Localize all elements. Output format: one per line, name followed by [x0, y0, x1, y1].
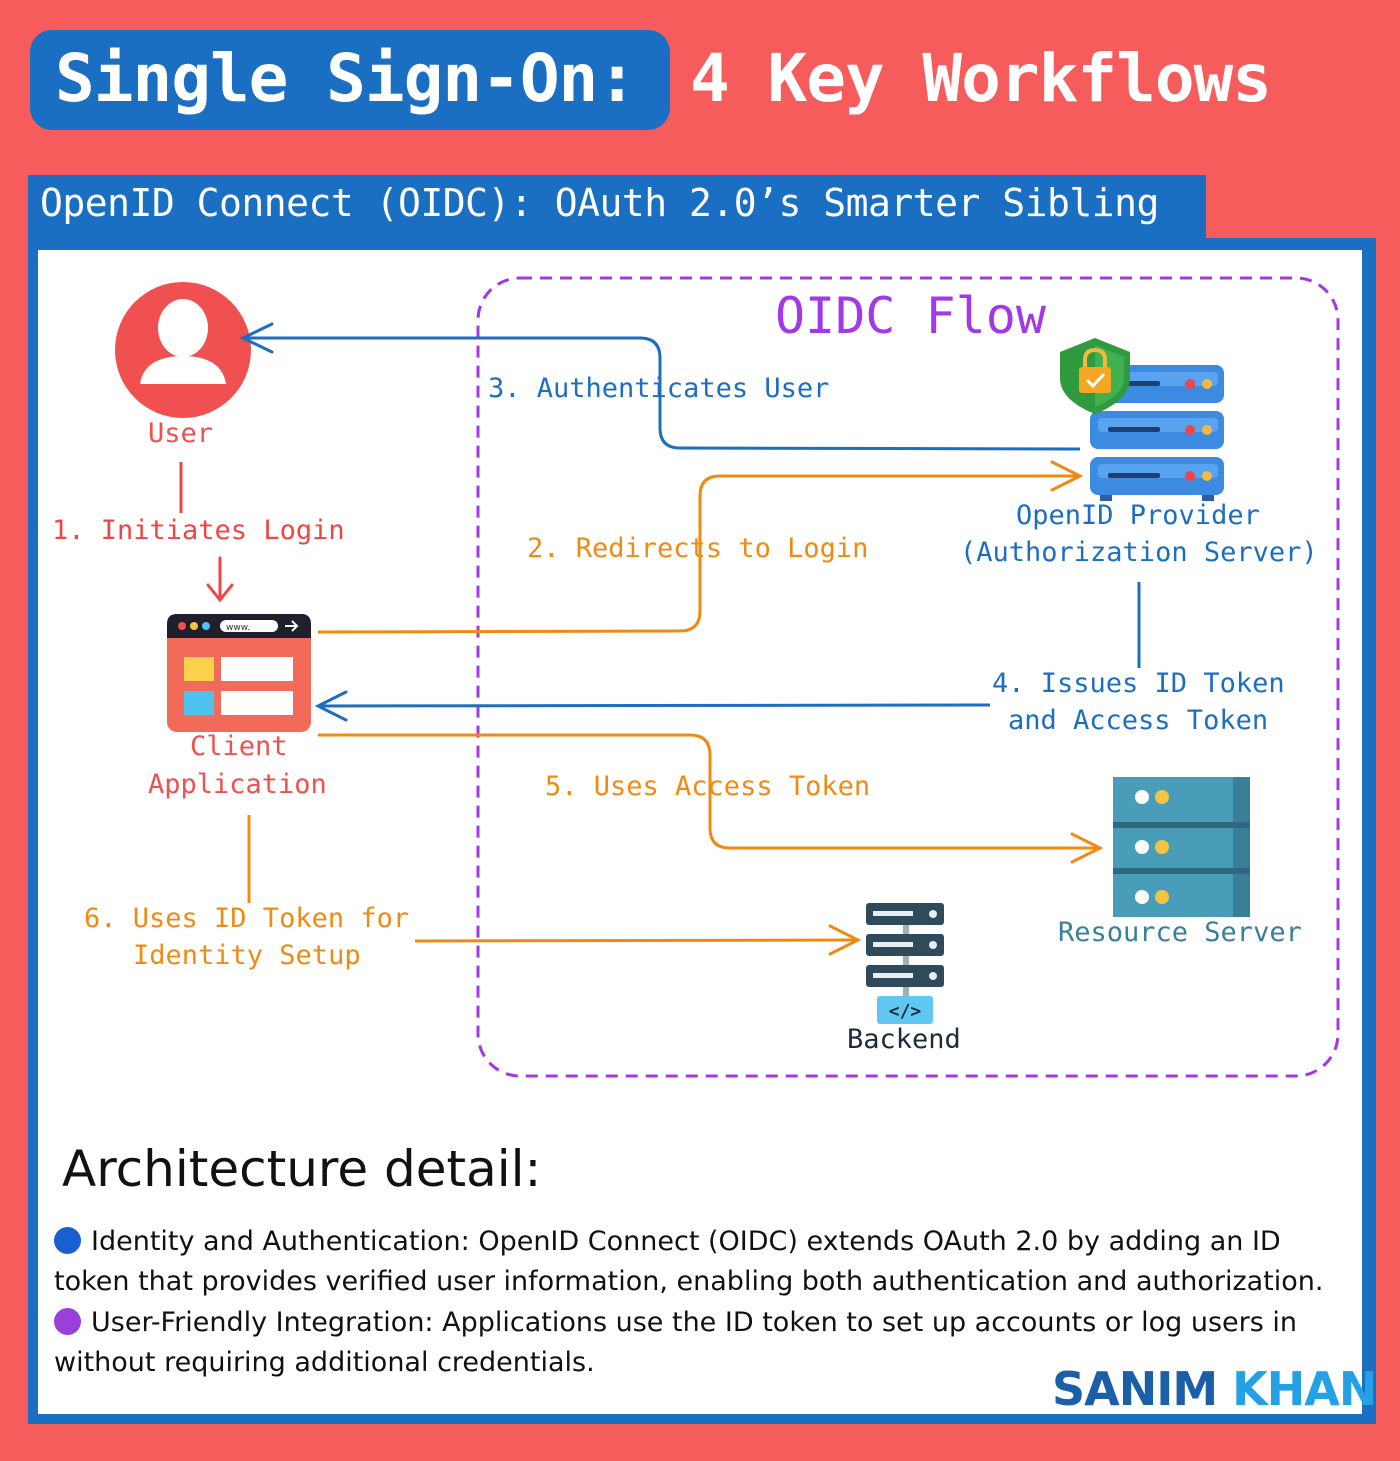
oidc-flow-region: [476, 276, 1340, 1078]
brand-first-name: SANIM: [1052, 1362, 1218, 1416]
title-highlight-pill: [30, 30, 670, 130]
step4-label-line1: 4. Issues ID Token: [992, 668, 1285, 699]
step3-connector: [243, 336, 1081, 451]
step5-arrowhead: [1070, 832, 1104, 864]
browser-url: www.: [226, 623, 250, 633]
blue-bullet-icon: [54, 1227, 81, 1254]
resource-server-icon: [1113, 777, 1250, 917]
authorization-server-label: (Authorization Server): [960, 537, 1318, 568]
shield-lock-icon: [1060, 338, 1130, 414]
step2-connector: [317, 474, 1080, 634]
purple-bullet-icon: [54, 1308, 81, 1335]
code-icon: </>: [889, 1001, 922, 1022]
step2-label: 2. Redirects to Login: [527, 533, 869, 564]
browser-app-icon: www.: [167, 614, 311, 732]
openid-provider-label: OpenID Provider: [1016, 500, 1260, 531]
step4-connector: [317, 703, 991, 708]
step1-label: 1. Initiates Login: [52, 515, 345, 546]
architecture-point-text: User-Friendly Integration: Applications …: [54, 1307, 1297, 1378]
step2-arrowhead: [1050, 460, 1084, 492]
client-label-line1: Client: [190, 731, 288, 762]
user-icon: [115, 282, 251, 418]
step1-arrow: [206, 556, 234, 603]
step6-arrowhead: [828, 924, 862, 956]
step6-label-line1: 6. Uses ID Token for: [84, 903, 410, 934]
oidc-flow-title: OIDC Flow: [775, 287, 1046, 345]
step4-label-line2: and Access Token: [1008, 705, 1269, 736]
page-title-rest: 4 Key Workflows: [690, 40, 1272, 117]
brand-last-name: KHAN: [1232, 1362, 1377, 1416]
page-subtitle: OpenID Connect (OIDC): OAuth 2.0’s Smart…: [40, 181, 1159, 225]
page-title-highlight: Single Sign-On:: [55, 40, 637, 117]
client-label-line2: Application: [148, 769, 327, 800]
step6-connector: [414, 938, 859, 943]
architecture-point-identity: Identity and Authentication: OpenID Conn…: [54, 1222, 1354, 1302]
step3-label: 3. Authenticates User: [488, 373, 830, 404]
architecture-point-text: Identity and Authentication: OpenID Conn…: [54, 1226, 1324, 1297]
backend-label: Backend: [847, 1024, 961, 1055]
backend-server-icon: </>: [866, 903, 944, 1024]
subtitle-bar: [28, 175, 1206, 241]
step4-arrowhead: [314, 690, 348, 722]
architecture-point-integration: User-Friendly Integration: Applications …: [54, 1303, 1354, 1383]
author-brand: SANIM KHAN: [1052, 1362, 1377, 1416]
architecture-heading: Architecture detail:: [62, 1140, 542, 1198]
resource-server-label: Resource Server: [1058, 917, 1302, 948]
step5-connector: [318, 733, 1100, 850]
step5-label: 5. Uses Access Token: [545, 771, 871, 802]
step6-label-line2: Identity Setup: [133, 940, 361, 971]
user-label: User: [148, 418, 214, 449]
step3-arrowhead: [239, 322, 274, 354]
